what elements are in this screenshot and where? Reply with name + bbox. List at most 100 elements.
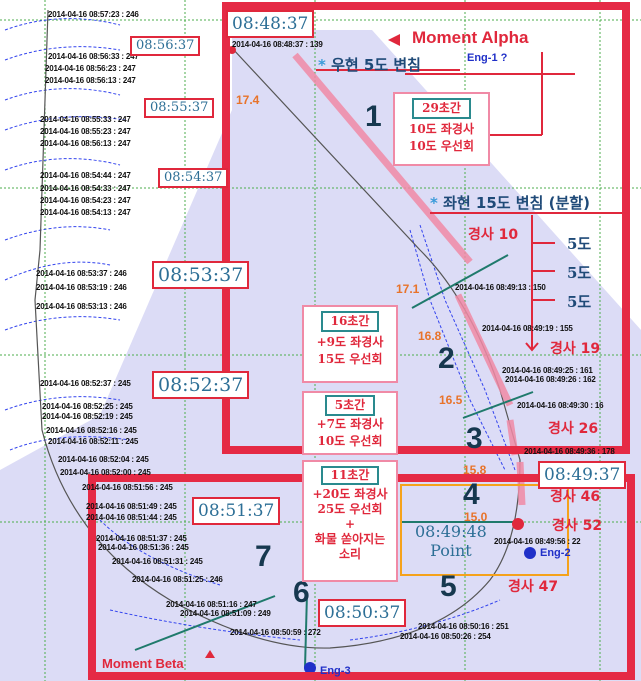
track-label: 2014-04-16 08:48:37 : 139 [232, 40, 323, 49]
track-label: 2014-04-16 08:54:44 : 247 [40, 171, 131, 180]
time-box: 08:55:37 [144, 98, 215, 118]
track-label: 2014-04-16 08:52:11 : 245 [48, 437, 139, 446]
note-duration: 5초간 [324, 395, 376, 416]
heel-label: 경사 26 [548, 421, 599, 437]
track-label: 2014-04-16 08:53:13 : 246 [36, 302, 127, 311]
speed-label: 15.8 [463, 463, 487, 477]
track-label: 2014-04-16 08:49:25 : 161 [502, 366, 593, 375]
ship-outlines [4, 18, 516, 641]
track-label: 2014-04-16 08:49:19 : 155 [482, 324, 573, 333]
moment-beta-triangle-icon [205, 650, 215, 658]
moment-alpha-label: Moment Alpha [412, 28, 529, 47]
track-label: 2014-04-16 08:54:13 : 247 [40, 208, 131, 217]
note-line: + [344, 517, 356, 531]
note-line: +9도 좌경사 [316, 335, 384, 349]
phase-number: 4 [463, 478, 480, 511]
point-text: Point [430, 541, 472, 560]
eng2-marker [524, 547, 536, 559]
time-box: 08:49:37 [538, 461, 627, 489]
track-label: 2014-04-16 08:51:09 : 249 [180, 609, 271, 618]
track-label: 2014-04-16 08:53:19 : 246 [36, 283, 127, 292]
track-label: 2014-04-16 08:51:56 : 245 [82, 483, 173, 492]
note-line: 소리 [338, 547, 362, 561]
speed-label: 17.4 [236, 93, 260, 107]
track-label: 2014-04-16 08:49:13 : 150 [455, 283, 546, 292]
eng1-label: Eng-1 ? [467, 52, 508, 64]
note-phase3: 5초간 +7도 좌경사 10도 우선회 [302, 391, 398, 455]
time-box: 08:53:37 [152, 261, 250, 289]
start-marker [228, 46, 236, 54]
note-line: 10도 우선회 [317, 434, 383, 448]
phase-number: 7 [255, 540, 272, 573]
speed-label: 17.1 [396, 282, 420, 296]
track-label: 2014-04-16 08:50:26 : 254 [400, 632, 491, 641]
track-label: 2014-04-16 08:52:16 : 245 [46, 426, 137, 435]
track-label: 2014-04-16 08:51:16 : 247 [166, 600, 257, 609]
note-line: 15도 우선회 [317, 352, 383, 366]
note-line: 화물 쏟아지는 [314, 532, 386, 546]
phase-frame-top [222, 2, 630, 454]
point-box [400, 484, 569, 576]
heel-label: 경사 46 [550, 489, 601, 505]
track-label: 2014-04-16 08:49:30 : 16 [517, 401, 604, 410]
track-label: 2014-04-16 08:51:49 : 245 [86, 502, 177, 511]
track-label: 2014-04-16 08:51:44 : 245 [86, 513, 177, 522]
phase-number: 1 [365, 100, 382, 133]
point-marker [512, 518, 524, 530]
note-line: 25도 우선회 [317, 502, 383, 516]
phase-number: 3 [466, 422, 483, 455]
track-label: 2014-04-16 08:52:25 : 245 [42, 402, 133, 411]
track-label: 2014-04-16 08:52:37 : 245 [40, 379, 131, 388]
heading-turn2: * 좌현 15도 변침 (분할) [430, 194, 590, 212]
heel-step: 5도 [567, 264, 592, 282]
note-line: +7도 좌경사 [316, 417, 384, 431]
heel-label: 경사 52 [552, 518, 603, 534]
time-box: 08:50:37 [318, 599, 407, 627]
heel-label: 경사 19 [550, 341, 601, 357]
callout-lines [316, 52, 625, 352]
track-label: 2014-04-16 08:54:33 : 247 [40, 184, 131, 193]
heel-step: 5도 [567, 235, 592, 253]
time-box: 08:51:37 [192, 497, 281, 525]
heel-label: 경사 10 [468, 227, 519, 243]
heel-step: 5도 [567, 293, 592, 311]
time-box: 08:56:37 [130, 36, 201, 56]
turn-markers [134, 254, 534, 669]
note-duration: 11초간 [320, 466, 380, 485]
eng3-marker [304, 662, 316, 674]
heading-turn2-text: 좌현 15도 변침 (분할) [443, 194, 590, 212]
track-label: 2014-04-16 08:52:19 : 245 [42, 412, 133, 421]
moment-beta-label: Moment Beta [102, 656, 184, 671]
note-line: 10도 우선회 [408, 139, 475, 153]
phase-number: 2 [438, 342, 455, 375]
note-phase1: 29초간 10도 좌경사 10도 우선회 [393, 92, 490, 166]
note-phase4: 11초간 +20도 좌경사 25도 우선회 + 화물 쏟아지는 소리 [302, 460, 398, 582]
track-label: 2014-04-16 08:50:16 : 251 [418, 622, 509, 631]
track-label: 2014-04-16 08:56:33 : 247 [48, 52, 139, 61]
track-label: 2014-04-16 08:49:36 : 178 [524, 447, 615, 456]
time-box: 08:48:37 [226, 10, 315, 38]
heading-turn1: * 우현 5도 변침 [318, 56, 421, 74]
note-line: 10도 좌경사 [408, 122, 475, 136]
time-box: 08:54:37 [158, 168, 229, 188]
moment-alpha-arrow-icon [388, 34, 400, 46]
heading-turn1-text: 우현 5도 변침 [331, 56, 421, 74]
speed-label: 15.0 [464, 510, 488, 524]
track-label: 2014-04-16 08:54:23 : 247 [40, 196, 131, 205]
track-label: 2014-04-16 08:56:13 : 247 [40, 139, 131, 148]
track-label: 2014-04-16 08:52:00 : 245 [60, 468, 151, 477]
point-time: 08:49:48 [415, 522, 487, 541]
track-label: 2014-04-16 08:57:23 : 246 [48, 10, 139, 19]
eng2-label: Eng-2 [540, 547, 571, 559]
track-label: 2014-04-16 08:49:56 : 22 [494, 537, 581, 546]
track-label: 2014-04-16 08:50:59 : 272 [230, 628, 321, 637]
track-label: 2014-04-16 08:56:23 : 247 [45, 64, 136, 73]
phase-number: 5 [440, 570, 457, 603]
track-label: 2014-04-16 08:56:13 : 247 [45, 76, 136, 85]
note-phase2: 16초간 +9도 좌경사 15도 우선회 [302, 305, 398, 383]
phase-number: 6 [293, 576, 310, 609]
track-label: 2014-04-16 08:51:37 : 245 [96, 534, 187, 543]
track-label: 2014-04-16 08:55:33 : 247 [40, 115, 131, 124]
time-box: 08:52:37 [152, 371, 250, 399]
note-duration: 29초간 [412, 98, 471, 119]
